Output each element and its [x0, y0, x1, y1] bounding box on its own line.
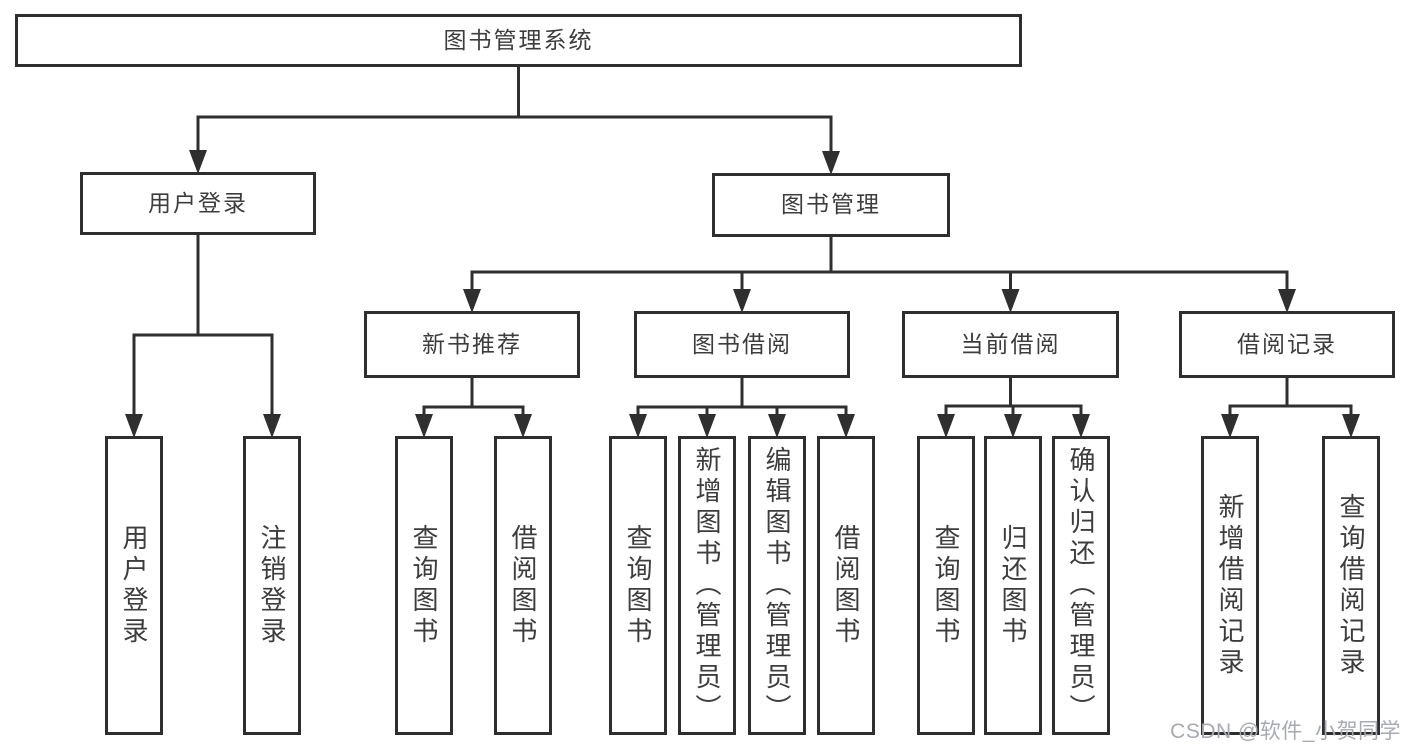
- node-label-col-query-record: 查询借阅记录: [1336, 492, 1366, 679]
- arrowhead-col-confirm-return: [1072, 414, 1090, 438]
- edge-book-borrow: [636, 376, 848, 420]
- arrowhead-col-borrow-book-1: [514, 414, 532, 438]
- node-user-login: 用户登录: [80, 172, 316, 235]
- arrowhead-borrow-records: [1278, 289, 1296, 313]
- arrowhead-user-login: [189, 150, 207, 174]
- node-col-add-record: 新增借阅记录: [1201, 436, 1259, 735]
- node-label-col-logout: 注销登录: [257, 523, 287, 648]
- edge-borrow-records: [1228, 376, 1353, 420]
- node-col-query-record: 查询借阅记录: [1322, 436, 1380, 735]
- node-label-col-borrow-book-1: 借阅图书: [508, 523, 538, 648]
- edge-current-borrow: [944, 376, 1083, 420]
- node-label-col-borrow-book-2: 借阅图书: [831, 523, 861, 648]
- arrowhead-col-query-book-3: [937, 414, 955, 438]
- node-label-col-confirm-return: 确认归还（管理员）: [1066, 446, 1096, 725]
- arrowhead-col-add-record: [1221, 414, 1239, 438]
- arrowhead-col-edit-book: [768, 414, 786, 438]
- edge-user-login: [132, 233, 274, 420]
- node-label-col-return-book: 归还图书: [998, 523, 1028, 648]
- node-label-col-query-book-2: 查询图书: [623, 523, 653, 648]
- node-label-user-login: 用户登录: [148, 189, 248, 216]
- node-col-logout: 注销登录: [243, 436, 301, 735]
- node-borrow-records: 借阅记录: [1179, 311, 1395, 378]
- edge-root: [196, 65, 833, 157]
- node-book-mgmt: 图书管理: [712, 173, 950, 237]
- node-current-borrow: 当前借阅: [902, 311, 1119, 378]
- node-root: 图书管理系统: [15, 14, 1022, 67]
- arrowhead-col-borrow-book-2: [837, 414, 855, 438]
- arrowhead-col-query-book-2: [629, 414, 647, 438]
- node-label-current-borrow: 当前借阅: [960, 330, 1061, 357]
- node-label-borrow-records: 借阅记录: [1237, 330, 1337, 357]
- node-col-add-book: 新增图书（管理员）: [678, 436, 736, 735]
- node-label-col-query-book-3: 查询图书: [931, 523, 961, 648]
- arrowhead-col-query-book-1: [415, 414, 433, 438]
- arrowhead-current-borrow: [1001, 289, 1020, 313]
- node-label-col-edit-book: 编辑图书（管理员）: [762, 446, 792, 725]
- node-col-confirm-return: 确认归还（管理员）: [1052, 436, 1110, 735]
- arrowhead-col-user-login: [125, 414, 143, 438]
- arrowhead-col-return-book: [1004, 414, 1022, 438]
- arrowhead-col-query-record: [1342, 414, 1360, 438]
- node-col-edit-book: 编辑图书（管理员）: [748, 436, 806, 735]
- arrowhead-book-mgmt: [822, 151, 840, 175]
- arrowhead-col-add-book: [698, 414, 716, 438]
- arrowhead-new-book-rec: [463, 289, 481, 313]
- node-col-borrow-book-1: 借阅图书: [494, 436, 552, 735]
- node-label-col-query-book-1: 查询图书: [409, 523, 439, 648]
- node-book-borrow: 图书借阅: [634, 311, 850, 378]
- node-col-query-book-2: 查询图书: [609, 436, 667, 735]
- edge-new-book-rec: [422, 376, 525, 420]
- node-new-book-rec: 新书推荐: [364, 311, 580, 378]
- node-label-book-mgmt: 图书管理: [781, 191, 881, 218]
- node-col-query-book-1: 查询图书: [395, 436, 453, 735]
- node-col-borrow-book-2: 借阅图书: [817, 436, 875, 735]
- node-label-col-add-record: 新增借阅记录: [1215, 492, 1245, 679]
- node-label-col-add-book: 新增图书（管理员）: [692, 446, 722, 725]
- node-label-new-book-rec: 新书推荐: [422, 330, 522, 357]
- arrowhead-col-logout: [263, 414, 281, 438]
- node-col-return-book: 归还图书: [984, 436, 1042, 735]
- node-label-col-user-login: 用户登录: [119, 523, 149, 648]
- node-col-user-login: 用户登录: [105, 436, 163, 735]
- watermark-text: CSDN @软件_小贺同学: [1170, 720, 1401, 743]
- arrowhead-book-borrow: [733, 289, 751, 313]
- node-col-query-book-3: 查询图书: [917, 436, 975, 735]
- node-label-root: 图书管理系统: [443, 26, 594, 53]
- edge-book-mgmt: [470, 235, 1289, 295]
- node-label-book-borrow: 图书借阅: [692, 330, 792, 357]
